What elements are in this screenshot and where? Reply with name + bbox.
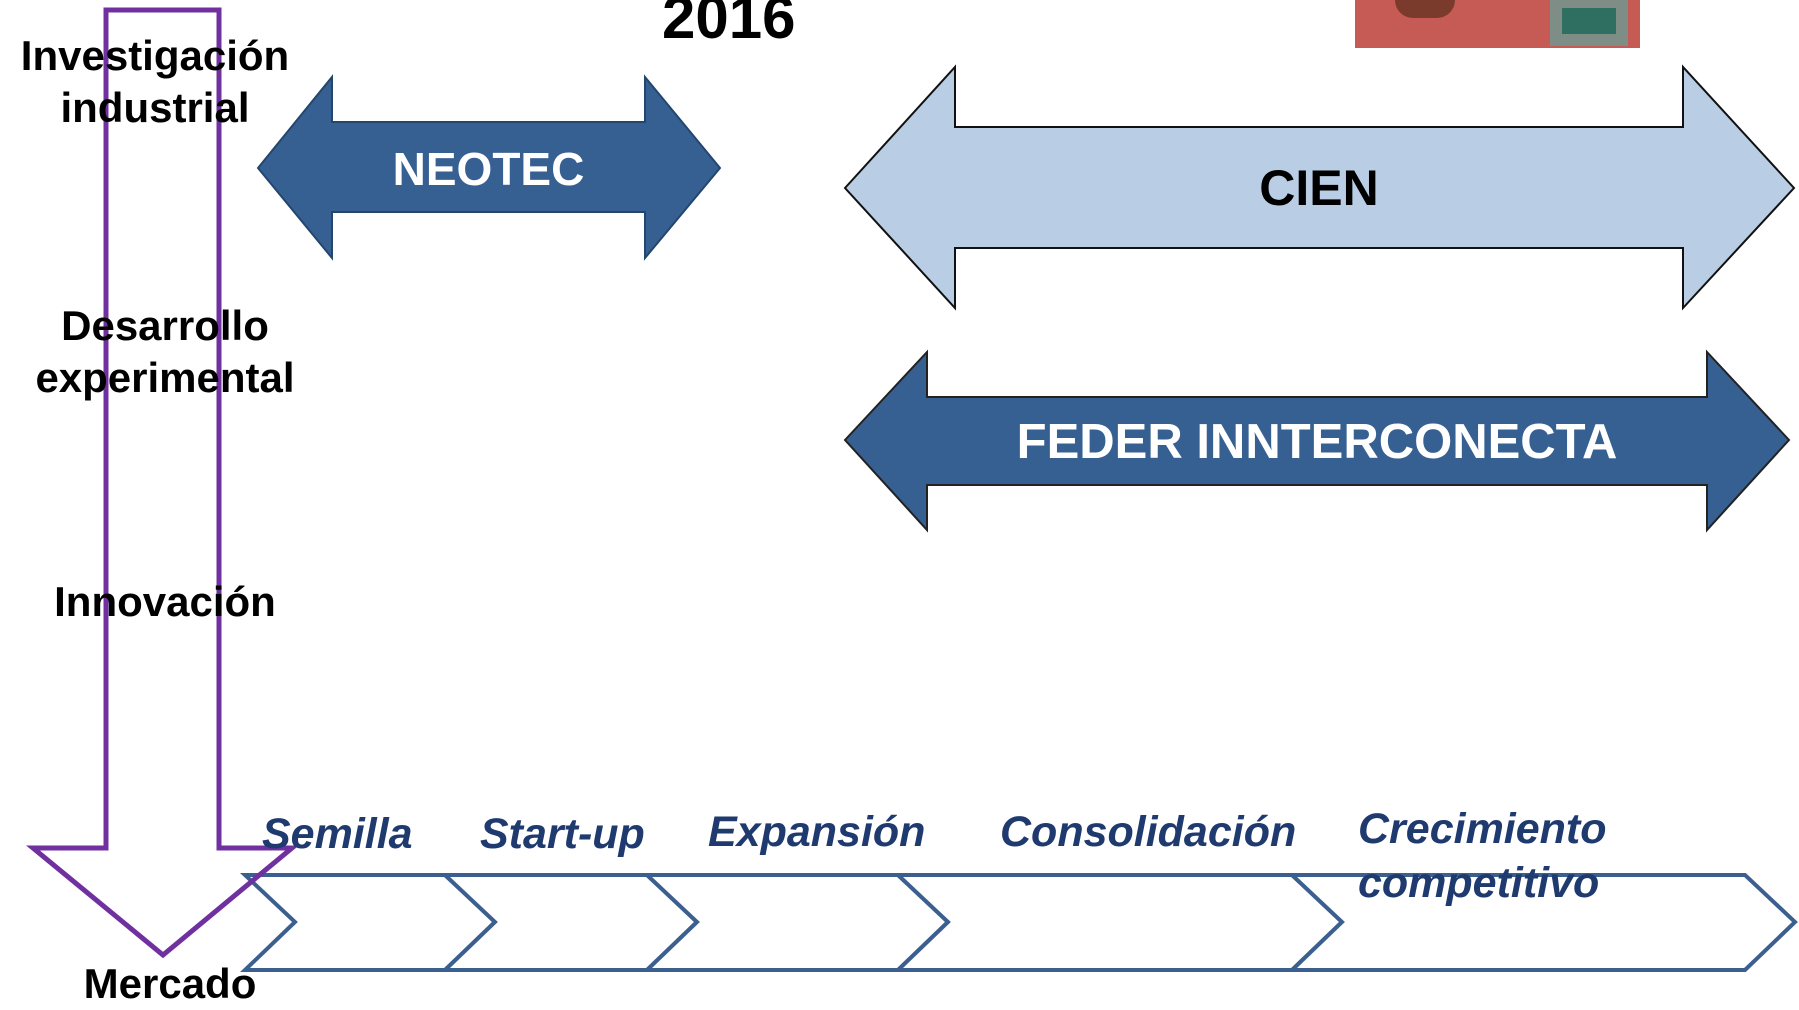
feder-innterconecta-label: FEDER INNTERCONECTA (1016, 415, 1618, 469)
research-label-line1: Investigación (20, 32, 290, 79)
stage-chevron-consolidation (892, 873, 1345, 972)
development-label: Desarrollo experimental (10, 300, 320, 404)
market-label: Mercado (83, 960, 257, 1007)
cien-label: CIEN (1259, 160, 1379, 216)
neotec-arrow (256, 74, 722, 261)
athlete-photo (1355, 0, 1640, 48)
research-label: Investigación industrial (0, 30, 310, 134)
research-label-line2: industrial (60, 84, 250, 131)
innovation-label: Innovación (54, 578, 276, 625)
stage-label-consolidation: Consolidación (1000, 808, 1297, 856)
shoe-image (1395, 0, 1455, 18)
feder-innterconecta-arrow (843, 349, 1791, 533)
development-label-line2: experimental (35, 354, 295, 401)
stage-label-seed: Semilla (262, 810, 413, 858)
cien-arrow (843, 64, 1796, 311)
stage-chevron-growth (1286, 873, 1798, 972)
stage-label-growth: Crecimiento competitivo (1358, 802, 1607, 910)
stage-label-growth-line2: competitivo (1358, 859, 1600, 907)
starting-block-image (1550, 0, 1628, 46)
stage-label-expansion: Expansión (708, 808, 926, 856)
stage-label-growth-line1: Crecimiento (1358, 805, 1607, 853)
neotec-label: NEOTEC (392, 143, 585, 195)
diagram-title: 2016 (662, 0, 796, 51)
development-label-line1: Desarrollo (61, 302, 269, 349)
stage-label-startup: Start-up (480, 810, 645, 858)
market-down-arrow (26, 7, 299, 959)
